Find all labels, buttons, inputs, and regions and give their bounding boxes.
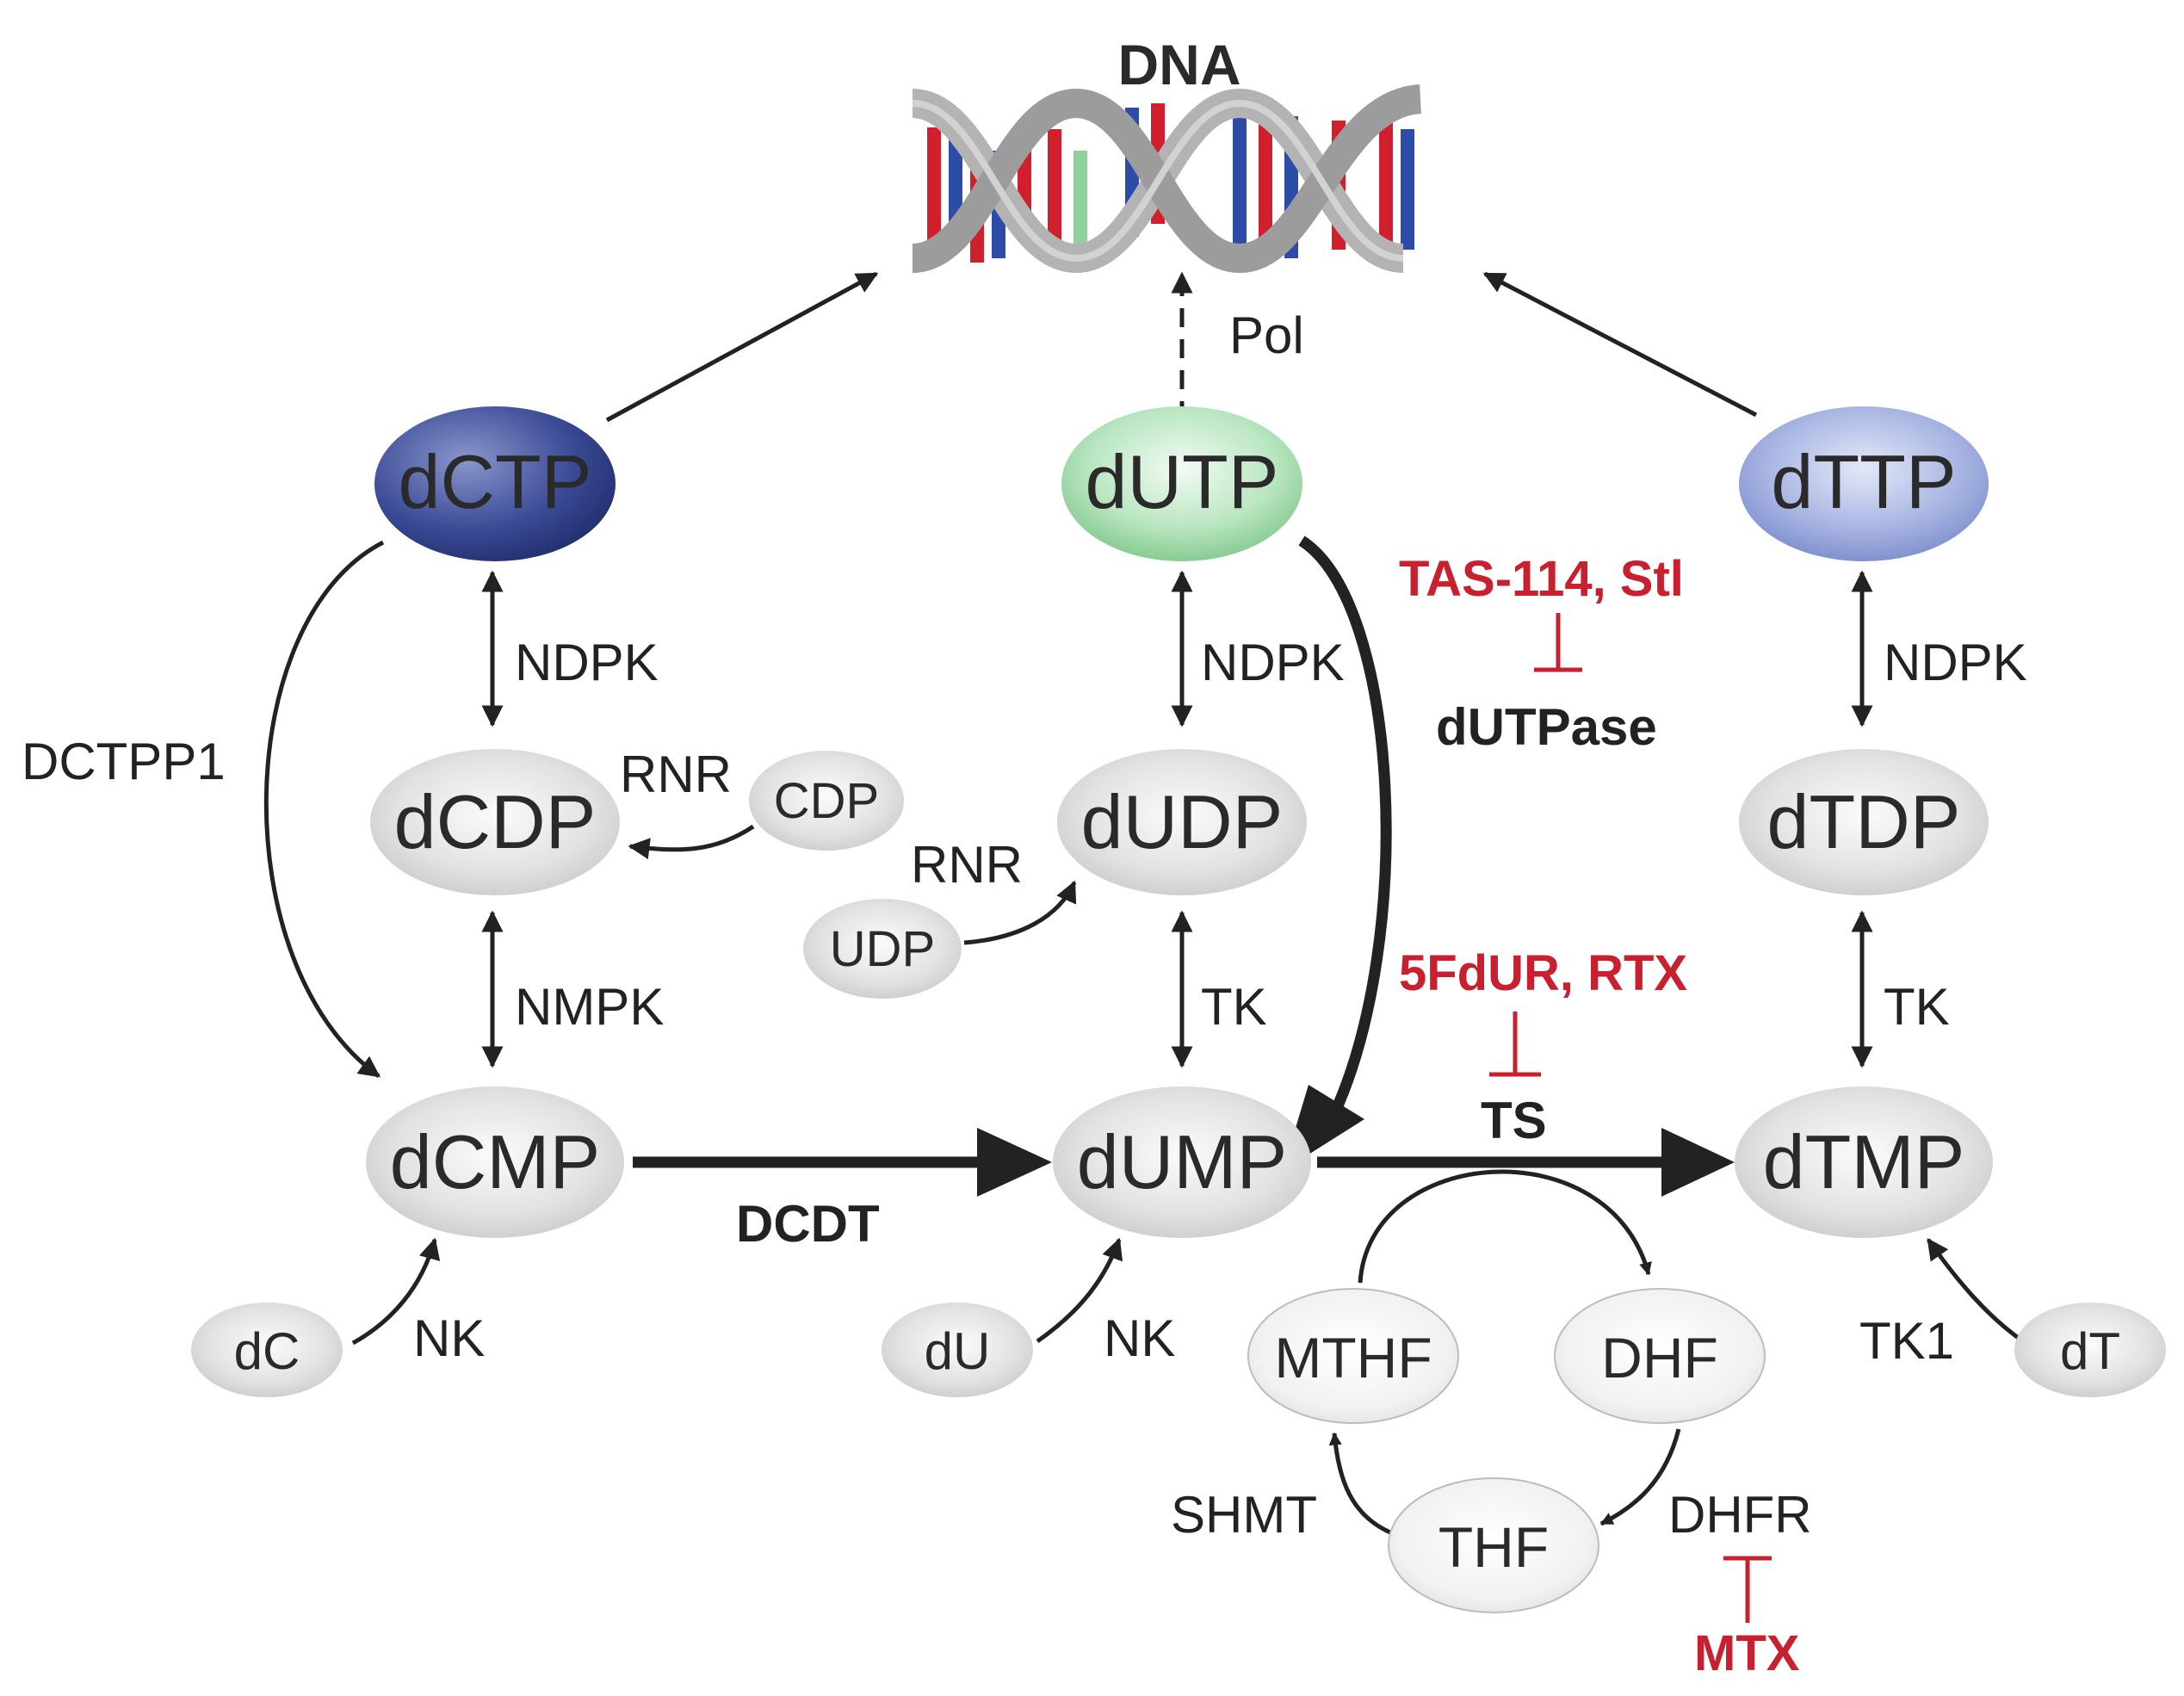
pathway-arrows (263, 271, 2025, 1535)
node-udp: UDP (803, 899, 962, 999)
arrow-cdp-dcdp (628, 824, 755, 860)
inhibitor-labels: TAS-114, Stl 5FdUR, RTX MTX (1399, 551, 1800, 1681)
dna-helix-icon (911, 84, 1423, 274)
inhibitor-dutpase-label: TAS-114, Stl (1399, 551, 1684, 607)
node-thf: THF (1388, 1477, 1599, 1613)
label-nk-c: NK (413, 1309, 485, 1367)
node-dtmp: dTMP (1735, 1086, 1993, 1238)
label-nk-u: NK (1104, 1309, 1175, 1367)
svg-text:dU: dU (925, 1322, 991, 1380)
svg-text:dUTP: dUTP (1086, 439, 1279, 524)
svg-text:UDP: UDP (830, 921, 935, 977)
label-rnr-u: RNR (911, 836, 1023, 894)
svg-text:dCTP: dCTP (399, 439, 592, 524)
label-ndpk-t: NDPK (1884, 634, 2027, 691)
inhibition-marks (1489, 613, 1772, 1623)
arrow-thf-mthf (1328, 1432, 1392, 1535)
enzyme-labels: Pol NDPK NDPK NDPK NMPK TK TK RNR RNR DC… (22, 306, 2027, 1544)
label-pol: Pol (1229, 306, 1304, 364)
svg-text:MTHF: MTHF (1274, 1326, 1432, 1390)
node-dcdp: dCDP (370, 749, 620, 895)
label-dutpase: dUTPase (1436, 698, 1657, 756)
arrow-mthf-dhf (1358, 1169, 1652, 1284)
node-dutp: dUTP (1061, 406, 1302, 561)
svg-text:dUDP: dUDP (1081, 779, 1284, 864)
label-tk-u: TK (1201, 978, 1267, 1036)
svg-text:dUMP: dUMP (1077, 1119, 1288, 1204)
svg-text:THF: THF (1438, 1515, 1549, 1579)
inhibitor-ts-label: 5FdUR, RTX (1399, 945, 1687, 1001)
svg-text:dT: dT (2060, 1322, 2120, 1380)
svg-text:dTMP: dTMP (1763, 1119, 1965, 1204)
arrow-head-dcmp-dump (977, 1128, 1052, 1197)
node-du: dU (882, 1303, 1033, 1397)
arrow-head-dump-dtmp (1661, 1128, 1735, 1197)
node-dudp: dUDP (1057, 749, 1307, 895)
arrow-udp-dudp (963, 880, 1077, 945)
label-dcdt: DCDT (736, 1195, 880, 1253)
node-mthf: MTHF (1247, 1288, 1459, 1424)
node-dctp: dCTP (374, 406, 616, 561)
svg-text:dTDP: dTDP (1767, 779, 1961, 864)
arrow-dctp-dna (605, 271, 879, 423)
label-tk-t: TK (1884, 978, 1950, 1036)
node-dt: dT (2014, 1303, 2166, 1397)
arrow-dctp-dcmp-dctpp1 (263, 540, 385, 1079)
label-ndpk-c: NDPK (515, 634, 659, 691)
label-rnr-c: RNR (620, 746, 732, 803)
node-dcmp: dCMP (366, 1086, 624, 1238)
arrow-du-dump (1036, 1237, 1123, 1344)
label-ts: TS (1481, 1092, 1547, 1149)
svg-text:dC: dC (234, 1322, 300, 1380)
svg-text:dTTP: dTTP (1771, 439, 1956, 524)
arrow-dt-dtmp (1926, 1237, 2025, 1344)
major-arrows (633, 535, 1735, 1197)
inhibitor-dhfr-label: MTX (1694, 1625, 1800, 1681)
node-dtdp: dTDP (1739, 749, 1989, 895)
svg-text:DHF: DHF (1601, 1326, 1718, 1390)
svg-text:dCMP: dCMP (390, 1119, 601, 1204)
svg-text:dCDP: dCDP (394, 779, 597, 864)
node-cdp: CDP (749, 751, 904, 851)
arrow-dttp-dna (1482, 271, 1758, 418)
label-shmt: SHMT (1171, 1486, 1317, 1544)
label-tk1: TK1 (1859, 1312, 1954, 1370)
arrow-dc-dcmp (351, 1237, 441, 1346)
node-dump: dUMP (1053, 1086, 1311, 1238)
node-dhf: DHF (1554, 1288, 1766, 1424)
node-dttp: dTTP (1739, 406, 1989, 561)
label-dhfr: DHFR (1668, 1486, 1812, 1544)
arrow-dhf-thf (1599, 1428, 1681, 1526)
dna-title: DNA (1118, 33, 1241, 96)
label-ndpk-u: NDPK (1201, 634, 1345, 691)
arrow-dutp-dump-dutpase (1298, 535, 1392, 1120)
label-nmpk: NMPK (515, 978, 664, 1036)
node-dc: dC (191, 1303, 343, 1397)
svg-text:CDP: CDP (774, 773, 879, 829)
label-dctpp1: DCTPP1 (22, 733, 226, 790)
